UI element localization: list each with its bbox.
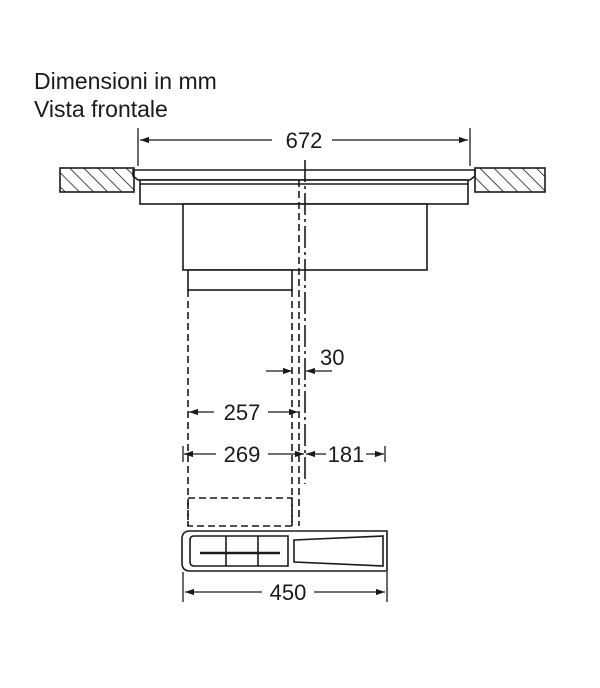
dim-label-181: 181 — [328, 442, 365, 467]
title-line-1: Dimensioni in mm — [34, 68, 217, 94]
cooktop-top — [132, 169, 476, 205]
motor-module — [187, 269, 293, 291]
dim-label-672: 672 — [286, 128, 323, 153]
title-line-2: Vista frontale — [34, 96, 168, 122]
duct-outline — [187, 180, 300, 527]
countertop-right — [474, 167, 546, 193]
dim-label-269: 269 — [224, 442, 261, 467]
filter-unit — [181, 530, 388, 572]
dim-label-450: 450 — [270, 580, 307, 605]
extension-lines — [137, 128, 471, 602]
dim-label-30: 30 — [320, 345, 344, 370]
dim-label-257: 257 — [224, 400, 261, 425]
countertop-left — [59, 167, 135, 193]
